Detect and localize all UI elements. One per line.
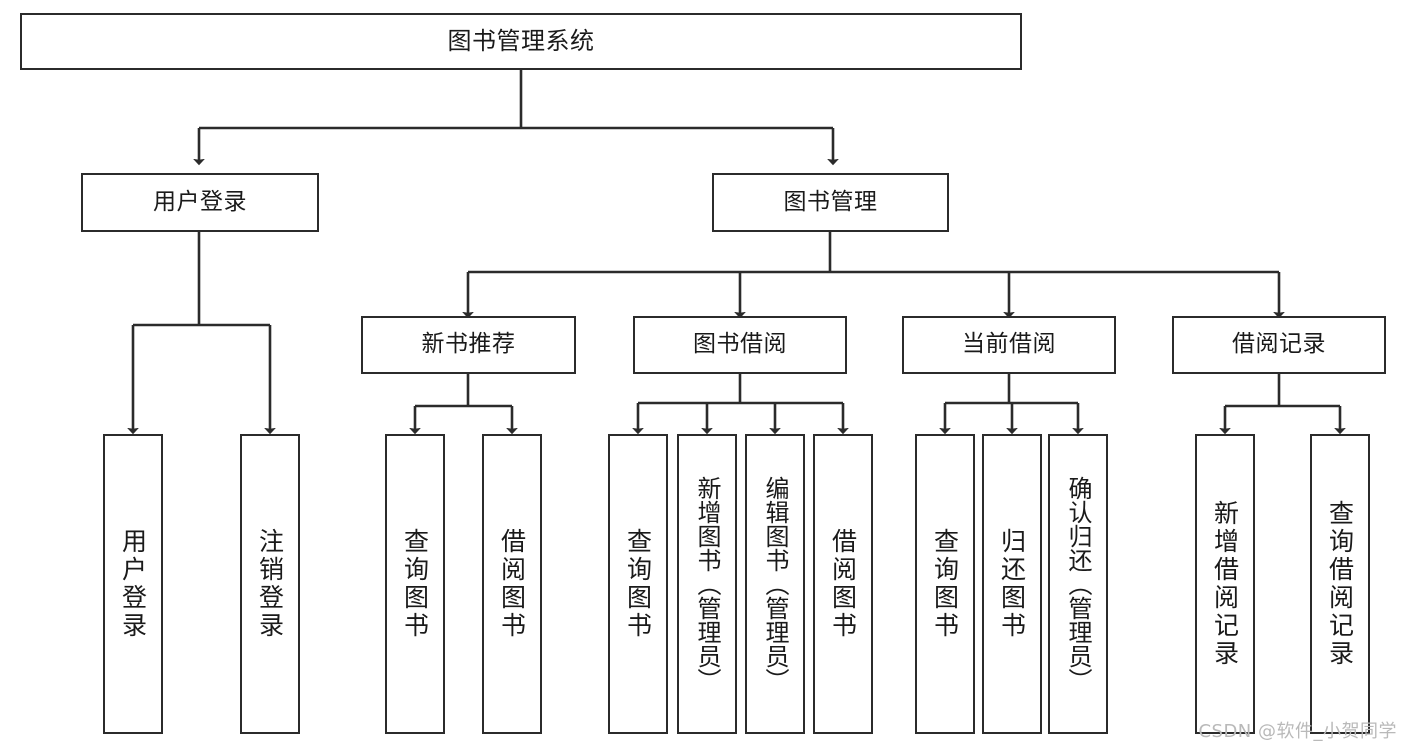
node-borrowing-record[interactable]: 借阅记录 [1172,316,1386,374]
node-label: 查询图书 [930,528,960,640]
node-root-book-management-system[interactable]: 图书管理系统 [20,13,1022,70]
node-book-management[interactable]: 图书管理 [712,173,949,232]
node-label: 编辑图书（管理员） [761,476,789,692]
node-label: 查询图书 [400,528,430,640]
node-label: 借阅图书 [497,528,527,640]
node-label: 查询图书 [623,528,653,640]
node-label: 注销登录 [255,528,285,640]
leaf-logout[interactable]: 注销登录 [240,434,300,734]
node-label: 图书管理系统 [447,27,595,56]
leaf-query-borrow-record[interactable]: 查询借阅记录 [1310,434,1370,734]
leaf-query-book-current[interactable]: 查询图书 [915,434,975,734]
node-label: 归还图书 [997,528,1027,640]
csdn-watermark: CSDN @软件_小贺同学 [1198,721,1397,742]
node-label: 查询借阅记录 [1325,500,1355,668]
leaf-borrow-book[interactable]: 借阅图书 [813,434,873,734]
leaf-return-book[interactable]: 归还图书 [982,434,1042,734]
node-current-borrowing[interactable]: 当前借阅 [902,316,1116,374]
node-label: 图书管理 [783,188,878,215]
leaf-confirm-return-admin[interactable]: 确认归还（管理员） [1048,434,1108,734]
node-label: 确认归还（管理员） [1064,476,1092,692]
leaf-add-book-admin[interactable]: 新增图书（管理员） [677,434,737,734]
node-label: 借阅图书 [828,528,858,640]
leaf-borrow-book-new[interactable]: 借阅图书 [482,434,542,734]
node-label: 用户登录 [118,528,148,640]
node-label: 新书推荐 [421,331,516,358]
leaf-user-login[interactable]: 用户登录 [103,434,163,734]
node-label: 新增图书（管理员） [693,476,721,692]
leaf-query-book-new[interactable]: 查询图书 [385,434,445,734]
leaf-edit-book-admin[interactable]: 编辑图书（管理员） [745,434,805,734]
node-book-borrowing[interactable]: 图书借阅 [633,316,847,374]
node-label: 借阅记录 [1232,331,1326,358]
node-new-book-recommendation[interactable]: 新书推荐 [361,316,576,374]
node-label: 图书借阅 [693,331,787,358]
leaf-query-book-borrow[interactable]: 查询图书 [608,434,668,734]
node-user-login[interactable]: 用户登录 [81,173,319,232]
node-label: 用户登录 [153,188,247,215]
node-label: 当前借阅 [962,331,1056,358]
node-label: 新增借阅记录 [1210,500,1240,668]
leaf-add-borrow-record[interactable]: 新增借阅记录 [1195,434,1255,734]
